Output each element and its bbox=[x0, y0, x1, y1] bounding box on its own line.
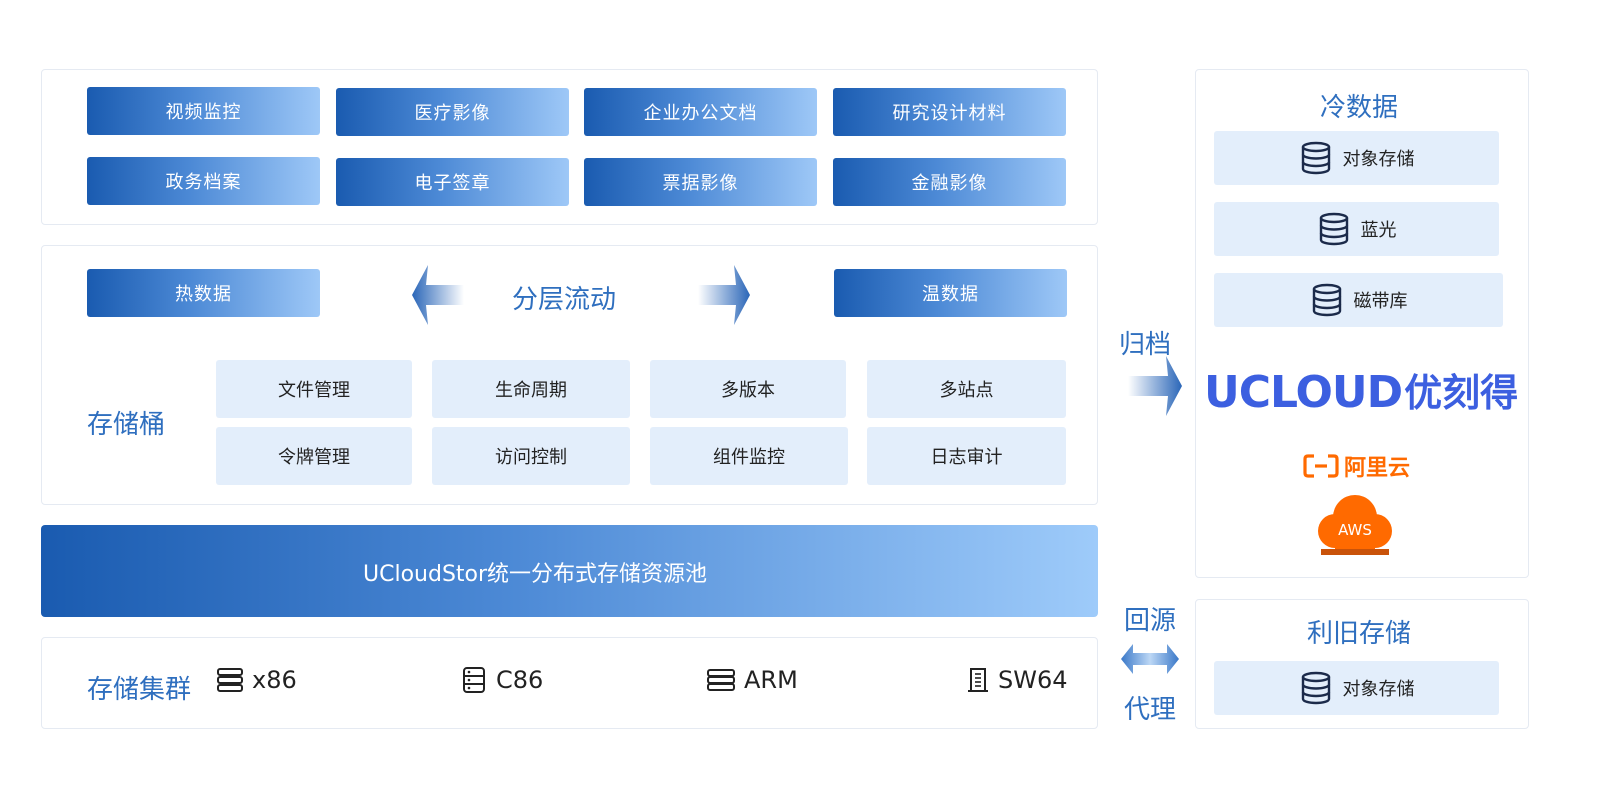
aliyun-bracket-icon bbox=[1303, 454, 1339, 478]
aws-logo-text: AWS bbox=[1338, 521, 1372, 539]
tag-video-surveillance: 视频监控 bbox=[87, 87, 320, 135]
feature-multi-version: 多版本 bbox=[650, 360, 846, 418]
database-icon bbox=[1312, 283, 1341, 317]
cluster-item-label: SW64 bbox=[998, 666, 1068, 694]
ucloud-logo-latin: UCLOUD bbox=[1204, 367, 1403, 418]
storage-pool-label: UCloudStor统一分布式存储资源池 bbox=[363, 562, 708, 587]
legacy-item-object-storage: 对象存储 bbox=[1214, 661, 1499, 715]
bidirectional-arrow-icon bbox=[1121, 644, 1179, 674]
aliyun-logo-text: 阿里云 bbox=[1344, 456, 1411, 481]
feature-log-audit: 日志审计 bbox=[867, 427, 1066, 485]
database-icon bbox=[1319, 212, 1348, 246]
cold-item-bluray: 蓝光 bbox=[1214, 202, 1499, 256]
arrow-left-icon bbox=[412, 265, 464, 325]
tag-office-docs: 企业办公文档 bbox=[584, 88, 817, 136]
legacy-storage-title: 利旧存储 bbox=[1307, 619, 1412, 649]
proxy-label-top: 回源 bbox=[1124, 606, 1177, 636]
bucket-label: 存储桶 bbox=[87, 410, 166, 440]
feature-access-control: 访问控制 bbox=[432, 427, 630, 485]
feature-lifecycle: 生命周期 bbox=[432, 360, 630, 418]
cold-data-title: 冷数据 bbox=[1320, 93, 1399, 123]
warm-data-tag: 温数据 bbox=[834, 269, 1067, 317]
ucloud-logo-cn: 优刻得 bbox=[1404, 371, 1519, 415]
cold-item-label: 磁带库 bbox=[1353, 291, 1408, 312]
tier-flow-label: 分层流动 bbox=[512, 285, 617, 315]
tag-research-materials: 研究设计材料 bbox=[833, 88, 1066, 136]
cluster-item-label: ARM bbox=[744, 666, 798, 694]
database-icon bbox=[1301, 141, 1330, 175]
cluster-item-x86: x86 bbox=[216, 666, 297, 694]
cold-item-tape-library: 磁带库 bbox=[1214, 273, 1503, 327]
aws-cloud-icon bbox=[1318, 495, 1392, 555]
proxy-label-bottom: 代理 bbox=[1124, 695, 1177, 725]
feature-file-management: 文件管理 bbox=[216, 360, 412, 418]
feature-component-monitoring: 组件监控 bbox=[650, 427, 848, 485]
cluster-item-c86: C86 bbox=[462, 666, 543, 694]
server-icon bbox=[707, 669, 735, 691]
cluster-label: 存储集群 bbox=[87, 675, 192, 705]
cluster-item-label: C86 bbox=[496, 666, 544, 694]
archive-arrow-icon bbox=[1128, 356, 1182, 416]
server-icon bbox=[463, 667, 485, 693]
tag-medical-imaging: 医疗影像 bbox=[336, 88, 569, 136]
server-icon bbox=[217, 668, 243, 692]
hot-data-tag: 热数据 bbox=[87, 269, 320, 317]
tag-bill-imaging: 票据影像 bbox=[584, 158, 817, 206]
cold-item-object-storage: 对象存储 bbox=[1214, 131, 1499, 185]
cluster-item-arm: ARM bbox=[706, 666, 798, 694]
ucloud-logo: UCLOUD 优刻得 bbox=[1204, 370, 1518, 416]
database-icon bbox=[1301, 671, 1330, 705]
cold-item-label: 对象存储 bbox=[1342, 149, 1415, 170]
feature-token-management: 令牌管理 bbox=[216, 427, 412, 485]
legacy-item-label: 对象存储 bbox=[1342, 679, 1415, 700]
aliyun-logo: 阿里云 bbox=[1303, 450, 1410, 482]
cluster-panel bbox=[41, 637, 1098, 729]
arrow-right-icon bbox=[698, 265, 750, 325]
feature-multi-site: 多站点 bbox=[867, 360, 1066, 418]
storage-pool-bar bbox=[41, 525, 1098, 617]
cluster-item-sw64: SW64 bbox=[966, 666, 1068, 694]
tag-finance-imaging: 金融影像 bbox=[833, 158, 1066, 206]
building-icon bbox=[968, 668, 988, 692]
archive-label: 归档 bbox=[1119, 330, 1172, 360]
tag-gov-archives: 政务档案 bbox=[87, 157, 320, 205]
tag-e-seal: 电子签章 bbox=[336, 158, 569, 206]
cold-item-label: 蓝光 bbox=[1360, 220, 1397, 241]
cluster-item-label: x86 bbox=[252, 666, 297, 694]
